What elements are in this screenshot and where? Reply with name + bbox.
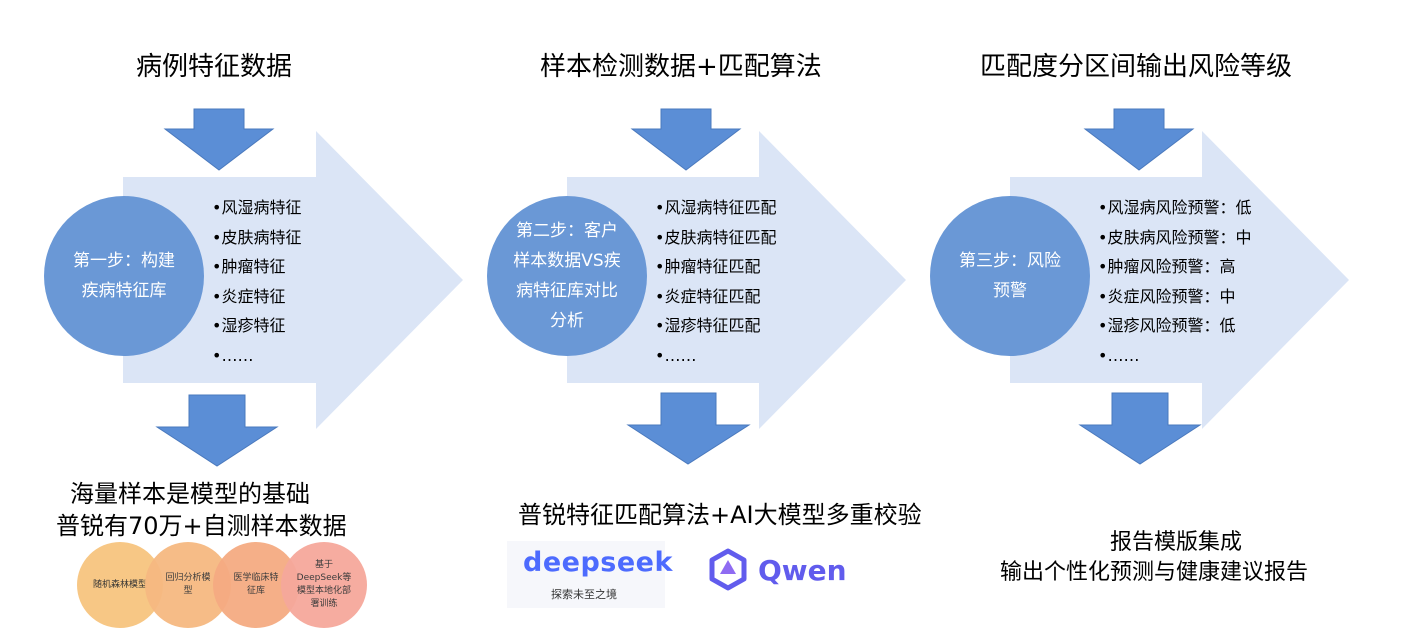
list-item: •风湿病风险预警：低: [1098, 198, 1252, 217]
down-arrow-top-3: [1083, 108, 1195, 171]
bottom-right-line1: 报告模版集成: [1110, 530, 1243, 555]
list-item: •皮肤病特征: [212, 227, 302, 247]
down-arrow-top-1: [163, 108, 275, 171]
list-item: •……: [655, 345, 697, 365]
list-item: •风湿病特征: [212, 198, 302, 217]
bottom-right-line2: 输出个性化预测与健康建议报告: [1000, 560, 1309, 585]
list-item: •肿瘤特征: [212, 257, 286, 276]
feature-list-2: •风湿病特征匹配 •皮肤病特征匹配 •肿瘤特征匹配 •炎症特征匹配 •湿疹特征匹…: [655, 193, 776, 370]
down-arrow-bottom-2: [626, 392, 751, 465]
list-item: •湿疹特征: [212, 316, 286, 335]
list-item: •肿瘤风险预警：高: [1098, 257, 1236, 276]
down-arrow-bottom-3: [1078, 392, 1202, 465]
step-2-circle: 第二步：客户样本数据VS疾病特征库对比分析: [487, 196, 647, 356]
list-item: •皮肤病特征匹配: [655, 227, 777, 247]
deepseek-slogan: 探索未至之境: [551, 588, 617, 601]
list-item: •风湿病特征匹配: [655, 198, 777, 217]
qwen-wordmark: Qwen: [758, 554, 847, 587]
feature-list-1: •风湿病特征 •皮肤病特征 •肿瘤特征 •炎症特征 •湿疹特征 •……: [212, 193, 301, 370]
column-2-title: 样本检测数据+匹配算法: [540, 52, 822, 82]
deepseek-wordmark: deepseek: [523, 547, 673, 578]
down-arrow-bottom-1: [155, 394, 279, 467]
list-item: •炎症特征匹配: [655, 286, 761, 306]
step-1-label: 第一步：构建疾病特征库: [73, 251, 175, 301]
list-item: •肿瘤特征匹配: [655, 257, 761, 276]
feature-list-3: •风湿病风险预警：低 •皮肤病风险预警：中 •肿瘤风险预警：高 •炎症风险预警：…: [1098, 193, 1251, 370]
down-arrow-top-2: [630, 108, 742, 171]
step-2-label: 第二步：客户样本数据VS疾病特征库对比分析: [513, 221, 621, 331]
bottom-left-line1: 海量样本是模型的基础: [70, 480, 310, 508]
list-item: •炎症特征: [212, 286, 286, 306]
list-item: •炎症风险预警：中: [1098, 286, 1236, 306]
qwen-icon: [709, 548, 747, 591]
list-item: •皮肤病风险预警：中: [1098, 227, 1252, 247]
deepseek-logo-card: deepseek 探索未至之境: [507, 541, 672, 608]
column-3-title: 匹配度分区间输出风险等级: [980, 52, 1293, 82]
list-item: •湿疹风险预警：低: [1098, 316, 1236, 335]
list-item: •湿疹特征匹配: [655, 316, 761, 335]
list-item: •……: [1098, 345, 1140, 365]
bottom-left-line2: 普锐有70万+自测样本数据: [56, 512, 347, 540]
qwen-logo: Qwen: [706, 548, 856, 592]
bubble-deepseek-training: 基于DeepSeek等模型本地化部署训练: [281, 542, 367, 628]
step-1-circle: 第一步：构建疾病特征库: [44, 196, 204, 356]
column-1-title: 病例特征数据: [136, 52, 293, 82]
bottom-middle-title: 普锐特征匹配算法+AI大模型多重校验: [518, 501, 922, 529]
big-arrow-2: [567, 131, 906, 429]
step-3-label: 第三步：风险预警: [959, 251, 1061, 301]
big-arrow-3: [1010, 131, 1349, 429]
step-3-circle: 第三步：风险预警: [930, 196, 1090, 356]
list-item: •……: [212, 345, 254, 365]
big-arrow-1: [123, 131, 463, 429]
